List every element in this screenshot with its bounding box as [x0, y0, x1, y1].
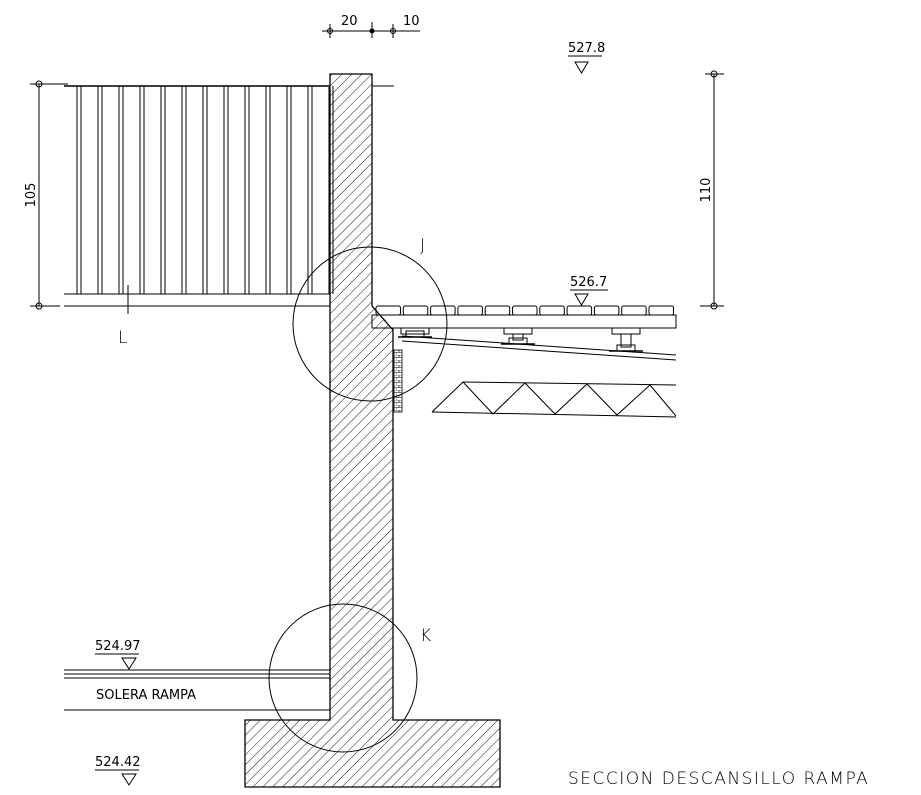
- ramp-slab: SOLERA RAMPA: [64, 669, 330, 711]
- top-dimension: 20 10: [322, 14, 420, 38]
- raised-deck: J: [371, 236, 677, 418]
- deck-height-dimension: 110: [699, 70, 724, 310]
- deck-pedestal: [609, 327, 643, 352]
- railing: L: [64, 85, 394, 348]
- deck-tile: [402, 305, 429, 316]
- deck-tile: [512, 305, 538, 316]
- detail-callout-l: L: [118, 328, 129, 348]
- deck-tile: [375, 305, 401, 316]
- level-marker-base: 524.42: [95, 755, 141, 786]
- level-marker-top: 527.8: [568, 41, 605, 74]
- section-title: SECCION DESCANSILLO RAMPA: [568, 769, 869, 789]
- dimension-deck-height: 110: [699, 178, 714, 203]
- dimension-railing-height: 105: [24, 183, 39, 208]
- level-marker-slab: 524.97: [95, 639, 141, 670]
- slab-label: SOLERA RAMPA: [96, 688, 196, 703]
- level-deck-label: 526.7: [570, 275, 607, 290]
- dimension-wall-offset: 10: [403, 14, 420, 29]
- level-marker-deck: 526.7: [570, 275, 608, 306]
- deck-tile: [484, 305, 511, 316]
- detail-callout-k: K: [420, 626, 433, 646]
- deck-tile: [648, 305, 674, 316]
- deck-tile: [621, 305, 647, 316]
- detail-callout-j: J: [420, 236, 427, 256]
- deck-tile: [566, 305, 593, 316]
- deck-tile: [539, 305, 565, 316]
- deck-tile: [593, 305, 620, 316]
- detail-circle-j: [292, 246, 448, 402]
- deck-tile: [430, 305, 456, 316]
- deck-tile: [457, 305, 483, 316]
- level-slab-label: 524.97: [95, 639, 141, 654]
- dimension-wall-thickness: 20: [341, 14, 358, 29]
- railing-height-dimension: 105: [24, 80, 68, 310]
- retaining-wall: [244, 73, 501, 788]
- deck-pedestal: [501, 327, 535, 345]
- level-top-label: 527.8: [568, 41, 605, 56]
- level-base-label: 524.42: [95, 755, 141, 770]
